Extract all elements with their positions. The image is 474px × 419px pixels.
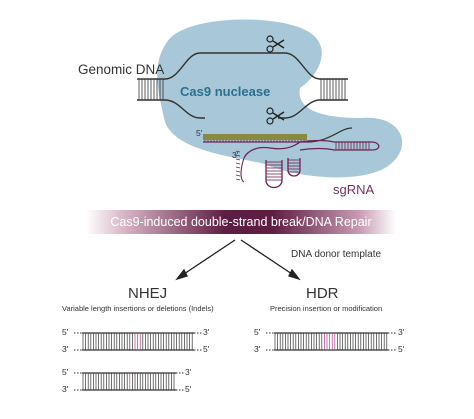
target-strand-pairing [203,127,353,143]
genomic-dna-duplex [137,52,348,119]
target-five-prime: 5' [196,128,203,138]
nhej-del-top-five-prime: 5' [62,367,69,377]
nhej-label: NHEJ [128,285,168,302]
nhej-deletion-duplex [74,372,184,391]
cas9-nuclease-label: Cas9 nuclease [180,84,271,99]
hdr-duplex [266,332,396,351]
scissors-icon [266,35,285,53]
scissors-icon [266,107,285,125]
hdr-bottom-three-prime: 3' [254,344,261,354]
nhej-ins-bottom-five-prime: 5' [203,344,210,354]
nhej-del-top-three-prime: 3' [185,367,192,377]
target-three-prime: 3' [232,150,239,160]
donor-template-label: DNA donor template [291,249,382,260]
nhej-del-bottom-three-prime: 3' [62,384,69,394]
hdr-bottom-five-prime: 5' [398,344,405,354]
nhej-ins-bottom-three-prime: 3' [62,344,69,354]
nhej-del-bottom-five-prime: 5' [185,384,192,394]
sgrna-label: sgRNA [333,182,375,197]
repair-arrows [175,239,301,281]
nhej-insertion-duplex [74,332,202,351]
hdr-description: Precision insertion or modification [270,304,383,313]
nhej-description: Variable length insertions or deletions … [62,304,214,313]
nhej-ins-top-five-prime: 5' [62,327,69,337]
hdr-top-three-prime: 3' [398,327,405,337]
genomic-dna-label: Genomic DNA [78,62,165,77]
repair-banner-text: Cas9-induced double-strand break/DNA Rep… [110,215,372,229]
hdr-label: HDR [306,285,339,302]
repair-banner: Cas9-induced double-strand break/DNA Rep… [86,210,396,234]
nhej-ins-top-three-prime: 3' [203,327,210,337]
hdr-top-five-prime: 5' [254,327,261,337]
sgrna-scaffold [235,139,380,189]
